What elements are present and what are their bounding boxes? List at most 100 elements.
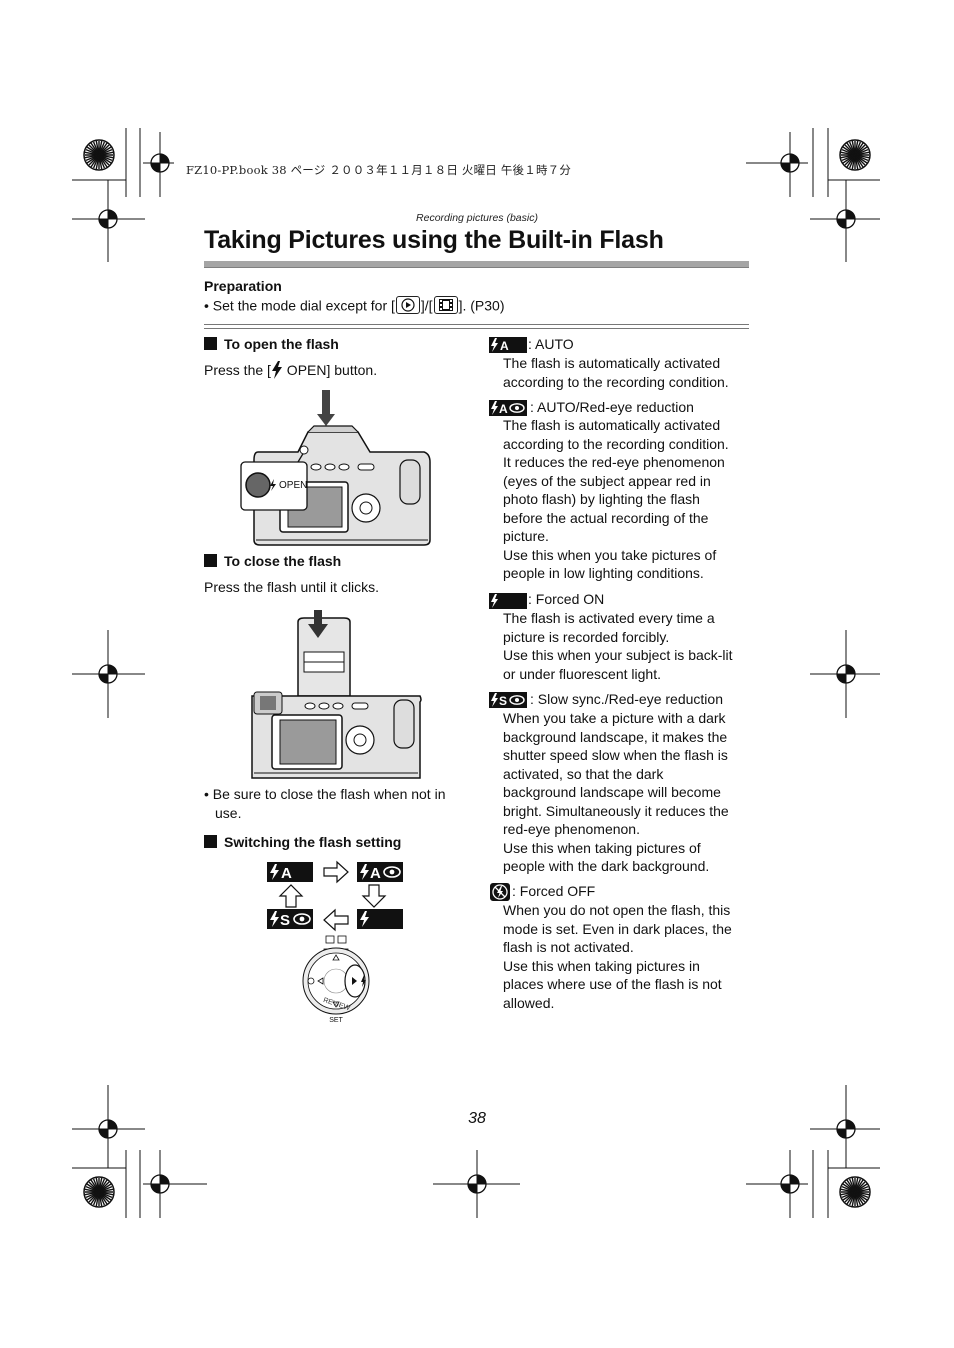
dial-set-label: SET xyxy=(329,1017,343,1024)
mode-slow-sync-line: red-eye phenomenon. xyxy=(503,821,640,837)
mode-auto-redeye-line: It reduces the red-eye phenomenon xyxy=(503,454,725,470)
switching-heading-text: Switching the flash setting xyxy=(224,834,402,850)
close-flash-heading-text: To close the flash xyxy=(224,553,342,569)
mode-forced-off-line: When you do not open the flash, this xyxy=(503,902,731,918)
open-flash-heading-text: To open the flash xyxy=(224,336,339,352)
mode-auto-redeye-line: before the actual recording of the xyxy=(503,509,709,526)
arrow-right-icon xyxy=(323,860,349,884)
section-square-icon xyxy=(204,835,217,848)
cycle-slow-sync-badge: S xyxy=(267,909,313,929)
mode-forced-on-line: The flash is activated every time a xyxy=(503,610,715,626)
section-square-icon xyxy=(204,554,217,567)
page-title: Taking Pictures using the Built-in Flash xyxy=(204,226,664,254)
mode-auto-line: according to the recording condition. xyxy=(503,373,729,390)
mode-auto-label: : AUTO xyxy=(528,336,574,352)
svg-text:A: A xyxy=(499,402,508,416)
mode-forced-off-label: : Forced OFF xyxy=(512,883,596,899)
section-rule-top xyxy=(204,324,749,325)
arrow-left-icon xyxy=(323,908,349,932)
preparation-text-before: • Set the mode dial except for [ xyxy=(204,297,395,314)
mode-auto-badge: A xyxy=(489,337,527,353)
mode-forced-on-description: The flash is activated every time a pict… xyxy=(503,609,753,683)
flash-slow-sync-redeye-icon: S xyxy=(270,911,311,929)
mode-slow-sync-line: background landscape will become xyxy=(503,784,721,800)
flash-forced-on-icon xyxy=(491,594,498,608)
mode-slow-sync-line: activated, so that the dark xyxy=(503,765,664,782)
camera-close-flash-illustration xyxy=(251,610,422,779)
mode-auto-redeye-line: according to the recording condition. xyxy=(503,435,729,452)
open-flash-heading: To open the flash xyxy=(204,336,339,352)
flash-auto-icon: A xyxy=(491,338,509,353)
flash-forced-off-icon xyxy=(490,883,510,901)
open-flash-instruction: Press the [ OPEN] button. xyxy=(204,361,377,380)
mode-auto-line: The flash is automatically activated xyxy=(503,355,721,371)
mode-forced-off-line: mode is set. Even in dark places, the xyxy=(503,920,732,937)
mode-auto-redeye-line: The flash is automatically activated xyxy=(503,417,721,433)
svg-text:A: A xyxy=(500,339,509,353)
cycle-auto-redeye-badge: A xyxy=(357,862,403,882)
open-button-callout-label: OPEN xyxy=(279,480,307,491)
mode-auto-description: The flash is automatically activated acc… xyxy=(503,354,753,391)
svg-text:S: S xyxy=(499,694,507,708)
flash-slow-sync-redeye-icon: S xyxy=(491,693,525,708)
mode-forced-on-label: : Forced ON xyxy=(528,591,605,607)
mode-auto-redeye-line: photo flash) by lighting the flash xyxy=(503,491,700,507)
mode-forced-off-line: Use this when taking pictures in xyxy=(503,957,700,974)
mode-slow-sync-line: Use this when taking pictures of xyxy=(503,839,701,856)
mode-forced-off-description: When you do not open the flash, this mod… xyxy=(503,901,753,1012)
flash-bolt-icon xyxy=(271,361,282,379)
close-flash-heading: To close the flash xyxy=(204,553,341,569)
mode-slow-sync-line: When you take a picture with a dark xyxy=(503,710,726,726)
cycle-arrows xyxy=(278,860,387,932)
mode-slow-sync-line: bright. Simultaneously it reduces the xyxy=(503,802,729,819)
open-flash-text-after: OPEN] button. xyxy=(282,362,378,378)
mode-auto-redeye-line: Use this when you take pictures of xyxy=(503,546,717,563)
mode-forced-off-line: flash is not activated. xyxy=(503,939,634,955)
preparation-text-mid: ]/[ xyxy=(420,297,433,314)
running-head: Recording pictures (basic) xyxy=(416,212,538,224)
flash-auto-redeye-icon: A xyxy=(360,864,401,882)
flash-forced-on-icon xyxy=(360,911,369,927)
section-square-icon xyxy=(204,337,217,350)
close-flash-instruction: Press the flash until it clicks. xyxy=(204,579,380,595)
switching-heading: Switching the flash setting xyxy=(204,834,401,850)
svg-text:A: A xyxy=(370,865,381,882)
mode-slow-sync-description: When you take a picture with a dark back… xyxy=(503,709,753,876)
mode-forced-on-badge xyxy=(489,593,527,609)
mode-forced-off-line: places where use of the flash is not xyxy=(503,976,722,992)
mode-auto-redeye-line: people in low lighting conditions. xyxy=(503,565,704,581)
mode-forced-on-line: or under fluorescent light. xyxy=(503,665,661,682)
svg-text:S: S xyxy=(280,912,290,929)
mode-slow-sync-line: shutter speed slow when the flash is xyxy=(503,747,728,763)
close-flash-note-line1: • Be sure to close the flash when not in xyxy=(204,786,446,802)
open-flash-text-before: Press the [ xyxy=(204,362,271,378)
book-file-header: FZ10-PP.book 38 ページ ２００３年１１月１８日 火曜日 午後１時… xyxy=(186,163,572,177)
svg-text:A: A xyxy=(281,865,292,882)
camera-open-flash-illustration: OPEN xyxy=(240,390,431,546)
preparation-bullet: • Set the mode dial except for [ ]/[ ]. (P… xyxy=(204,296,505,315)
mode-slow-sync-line: background landscape, it makes the xyxy=(503,728,728,745)
mode-auto-redeye-description: The flash is automatically activated acc… xyxy=(503,416,753,583)
mode-slow-sync-badge: S xyxy=(489,692,527,708)
mode-slow-sync-label: : Slow sync./Red-eye reduction xyxy=(530,691,723,707)
mode-forced-on-line: Use this when your subject is back-lit xyxy=(503,647,733,663)
arrow-up-icon xyxy=(278,884,304,908)
mode-forced-off-line: allowed. xyxy=(503,994,555,1011)
cycle-auto-badge: A xyxy=(267,862,313,882)
preparation-text-after: ]. (P30) xyxy=(458,297,505,314)
page-number: 38 xyxy=(468,1110,486,1127)
flash-auto-redeye-icon: A xyxy=(491,401,525,416)
close-flash-note-line2: use. xyxy=(215,805,242,821)
cycle-forced-on-badge xyxy=(357,909,403,929)
mode-auto-redeye-line: (eyes of the subject appear red in xyxy=(503,472,711,489)
playback-mode-icon xyxy=(395,296,420,315)
title-rule xyxy=(204,261,749,268)
mode-auto-redeye-badge: A xyxy=(489,400,527,416)
section-rule-bottom xyxy=(204,328,749,329)
cursor-dial-illustration: REVIEW SET xyxy=(302,935,370,1024)
preparation-heading: Preparation xyxy=(204,278,282,294)
arrow-down-icon xyxy=(361,884,387,908)
mode-auto-redeye-line: picture. xyxy=(503,528,549,544)
flash-auto-icon: A xyxy=(270,864,292,882)
